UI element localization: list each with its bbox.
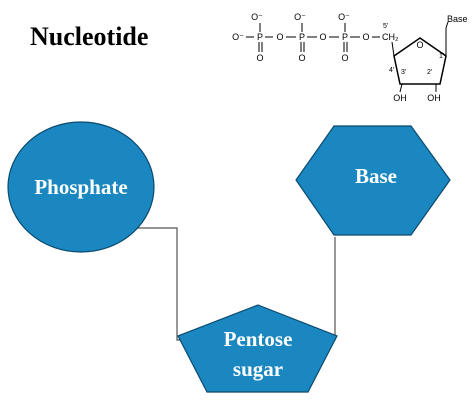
base-label: Base [447,14,468,24]
base-hexagon [295,125,451,236]
sugar-label-line2: sugar [233,357,283,381]
phosphorus-3: P [342,32,348,42]
carbon-2-label: 2' [427,69,432,76]
figure-title: Nucleotide [30,22,149,51]
charge-o-1: O⁻ [251,12,263,22]
bond-ch2-c4 [391,41,395,57]
double-bond-oxygen-2: O [298,53,305,63]
terminal-o-charge: O⁻ [232,32,244,42]
carbon-4-label: 4' [389,67,394,74]
double-bond-oxygen-3: O [341,53,348,63]
bridge-oxygen-2: O [319,32,326,42]
carbon-3-label: 3' [401,69,406,76]
bond-c3-oh [399,83,403,93]
charge-o-3: O⁻ [338,12,350,22]
bridge-oxygen-1: O [276,32,283,42]
phosphorus-1: P [257,32,263,42]
sugar-label-line1: Pentose [224,327,293,351]
base-shape-label: Base [355,164,397,188]
phosphorus-2: P [299,32,305,42]
hydroxyl-2: OH [427,93,441,103]
ribose-ring [393,37,447,85]
carbon-5-label: 5' [383,23,388,30]
charge-o-2: O⁻ [294,12,306,22]
bond-base-stub [445,21,449,29]
connector-line [125,227,336,341]
bridge-oxygen-3: O [362,32,369,42]
double-bond-oxygen-1: O [256,53,263,63]
phosphate-circle [7,121,155,253]
phosphate-label: Phosphate [34,175,127,199]
ch2-group: CH₂ [382,32,399,42]
sugar-pentagon [177,304,338,393]
ring-oxygen: O [416,40,423,50]
hydroxyl-3: OH [393,93,407,103]
carbon-1-label: 1' [439,53,444,60]
